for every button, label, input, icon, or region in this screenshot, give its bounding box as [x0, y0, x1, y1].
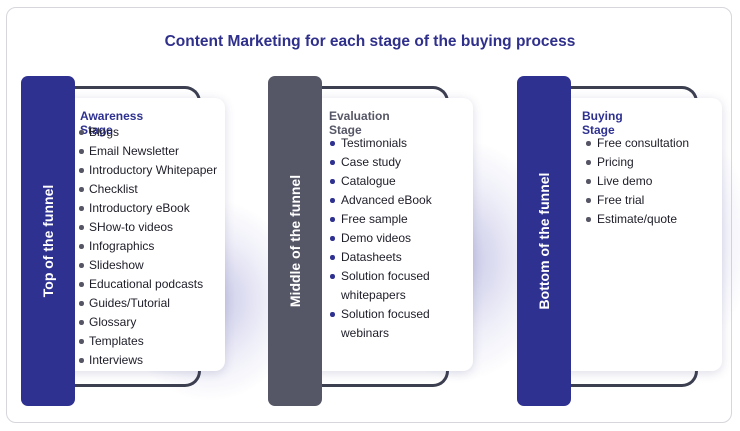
- list-item: SHow-to videos: [79, 218, 225, 237]
- funnel-label: Top of the funnel: [40, 184, 56, 298]
- list-item: Email Newsletter: [79, 142, 225, 161]
- list-item: Introductory eBook: [79, 199, 225, 218]
- list-item: Slideshow: [79, 256, 225, 275]
- funnel-bar-middle: Middle of the funnel: [268, 76, 322, 406]
- funnel-label: Middle of the funnel: [287, 174, 303, 308]
- stage-card: [313, 98, 473, 371]
- list-item: Glossary: [79, 313, 225, 332]
- funnel-label: Bottom of the funnel: [536, 172, 552, 310]
- list-item: Educational podcasts: [79, 275, 225, 294]
- funnel-bar-bottom: Bottom of the funnel: [517, 76, 571, 406]
- list-item: Case study: [328, 153, 468, 172]
- list-item: Pricing: [584, 153, 719, 172]
- list-item: Interviews: [79, 351, 225, 370]
- list-item: Introductory Whitepaper: [79, 161, 225, 180]
- list-item: Free consultation: [584, 134, 719, 153]
- list-item: Catalogue: [328, 172, 468, 191]
- list-item: Guides/Tutorial: [79, 294, 225, 313]
- list-item: Checklist: [79, 180, 225, 199]
- diagram-title: Content Marketing for each stage of the …: [164, 33, 576, 50]
- list-item: Datasheets: [328, 248, 468, 267]
- stage-title: Evaluation Stage: [329, 109, 390, 137]
- list-item: Blogs: [79, 123, 225, 142]
- list-item: Free sample: [328, 210, 468, 229]
- list-item: Templates: [79, 332, 225, 351]
- stage-card: [64, 98, 225, 371]
- list-item: Advanced eBook: [328, 191, 468, 210]
- list-item: Estimate/quote: [584, 210, 719, 229]
- list-item: Solution focused whitepapers: [328, 267, 468, 305]
- list-item: Free trial: [584, 191, 719, 210]
- stage-title: Awareness Stage: [80, 109, 144, 137]
- list-item: Testimonials: [328, 134, 468, 153]
- content-list: Testimonials Case study Catalogue Advanc…: [328, 134, 468, 343]
- list-item: Solution focused webinars: [328, 305, 468, 343]
- list-item: Live demo: [584, 172, 719, 191]
- funnel-bar-top: Top of the funnel: [21, 76, 75, 406]
- content-list: Free consultation Pricing Live demo Free…: [584, 134, 719, 229]
- list-item: Infographics: [79, 237, 225, 256]
- content-list: Blogs Email Newsletter Introductory Whit…: [79, 123, 225, 370]
- list-item: Demo videos: [328, 229, 468, 248]
- stage-title: Buying Stage: [582, 109, 623, 137]
